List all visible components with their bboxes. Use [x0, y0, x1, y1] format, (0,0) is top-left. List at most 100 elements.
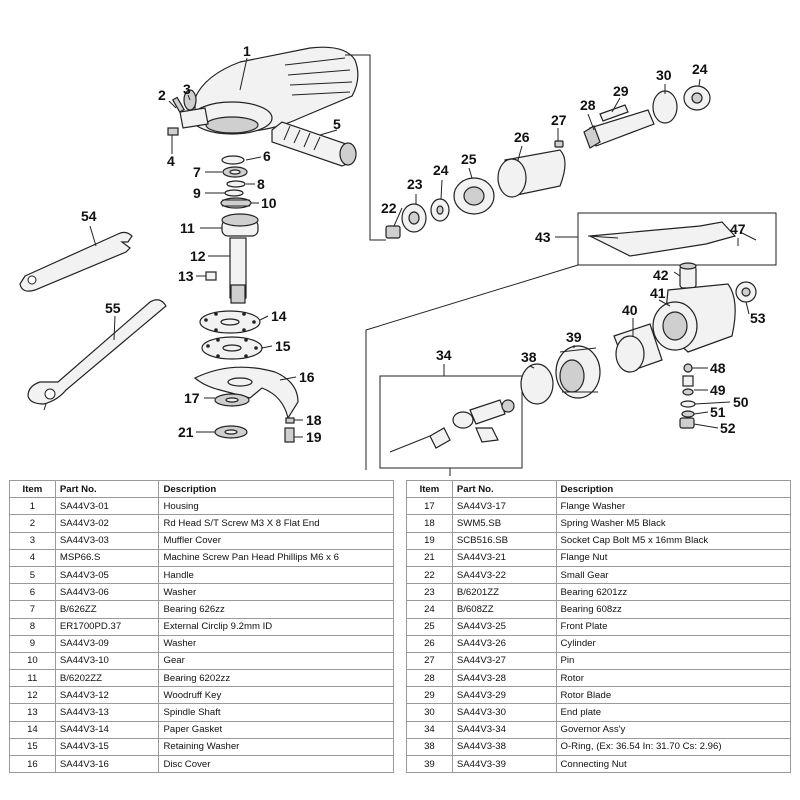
part-no-cell: SA44V3-26 [451, 634, 557, 653]
item-cell: 23 [406, 583, 453, 602]
callout-label: 54 [81, 208, 97, 224]
callout-label: 52 [720, 420, 736, 436]
callout-label: 47 [730, 221, 746, 237]
part-no-cell: SA44V3-10 [54, 651, 160, 671]
part-no-cell: SA44V3-30 [451, 703, 557, 722]
callout-label: 27 [551, 112, 567, 128]
callout-label: 16 [299, 369, 315, 385]
callout-label: 51 [710, 404, 726, 420]
description-cell: O-Ring, (Ex: 36.54 In: 31.70 Cs: 2.96) [555, 737, 791, 757]
part-housing-illustration [179, 46, 359, 135]
description-cell: Small Gear [555, 565, 791, 585]
description-cell: Flange Nut [555, 548, 791, 567]
description-cell: Housing [158, 497, 394, 516]
part-no-cell: SA44V3-21 [451, 548, 557, 567]
callout-label: 3 [183, 81, 191, 97]
column-header-item: Item [406, 479, 453, 499]
item-cell: 16 [9, 754, 56, 774]
table-header-row: Item Part No. Description [406, 479, 791, 499]
part-no-cell: B/626ZZ [54, 600, 160, 619]
description-cell: External Circlip 9.2mm ID [158, 617, 394, 636]
callout-label: 7 [193, 164, 201, 180]
item-cell: 34 [406, 720, 453, 739]
part-no-cell: SWM5.SB [451, 514, 557, 533]
callout-label: 10 [261, 195, 277, 211]
description-cell: Washer [158, 634, 394, 653]
item-cell: 3 [9, 531, 56, 550]
callout-label: 43 [535, 229, 551, 245]
item-cell: 7 [9, 600, 56, 619]
callout-label: 38 [521, 349, 537, 365]
item-cell: 1 [9, 497, 56, 516]
part-no-cell: SA44V3-38 [451, 737, 557, 757]
part-no-cell: SA44V3-03 [54, 531, 160, 550]
part-no-cell: B/6202ZZ [54, 669, 160, 688]
item-cell: 17 [406, 497, 453, 516]
part-no-cell: SA44V3-22 [451, 565, 557, 585]
callout-label: 26 [514, 129, 530, 145]
description-cell: Rotor [555, 669, 791, 688]
part-no-cell: SA44V3-09 [54, 634, 160, 653]
callout-label: 8 [257, 176, 265, 192]
callout-label: 42 [653, 267, 669, 283]
part-no-cell: SA44V3-14 [54, 720, 160, 739]
item-cell: 5 [9, 565, 56, 585]
part-no-cell: SA44V3-16 [54, 754, 160, 774]
callout-label: 55 [105, 300, 121, 316]
item-cell: 14 [9, 720, 56, 739]
callout-label: 41 [650, 285, 666, 301]
callout-label: 18 [306, 412, 322, 428]
item-cell: 29 [406, 686, 453, 705]
item-cell: 2 [9, 514, 56, 533]
part-no-cell: SA44V3-39 [451, 754, 557, 774]
item-cell: 38 [406, 737, 453, 757]
item-cell: 4 [9, 548, 56, 567]
item-cell: 9 [9, 634, 56, 653]
description-cell: Bearing 608zz [555, 600, 791, 619]
description-cell: Disc Cover [158, 754, 394, 774]
item-cell: 12 [9, 686, 56, 705]
callout-label: 13 [178, 268, 194, 284]
callout-label: 34 [436, 347, 452, 363]
part-no-cell: B/608ZZ [451, 600, 557, 619]
part-wrench-54-illustration [19, 231, 133, 292]
callout-label: 30 [656, 67, 672, 83]
item-cell: 21 [406, 548, 453, 567]
item-cell: 25 [406, 617, 453, 636]
description-cell: Pin [555, 651, 791, 671]
part-no-cell: SA44V3-28 [451, 669, 557, 688]
callout-label: 5 [333, 116, 341, 132]
description-cell: Governor Ass'y [555, 720, 791, 739]
callout-label: 22 [381, 200, 397, 216]
description-cell: Washer [158, 583, 394, 602]
part-no-cell: SA44V3-15 [54, 737, 160, 757]
part-no-cell: SA44V3-02 [54, 514, 160, 533]
description-cell: Socket Cap Bolt M5 x 16mm Black [555, 531, 791, 550]
part-no-cell: SA44V3-05 [54, 565, 160, 585]
description-cell: Muffler Cover [158, 531, 394, 550]
part-wrench-55-illustration [27, 299, 167, 411]
callout-label: 24 [692, 61, 708, 77]
description-cell: Bearing 6202zz [158, 669, 394, 688]
callout-label: 49 [710, 382, 726, 398]
item-cell: 10 [9, 651, 56, 671]
part-no-cell: B/6201ZZ [451, 583, 557, 602]
